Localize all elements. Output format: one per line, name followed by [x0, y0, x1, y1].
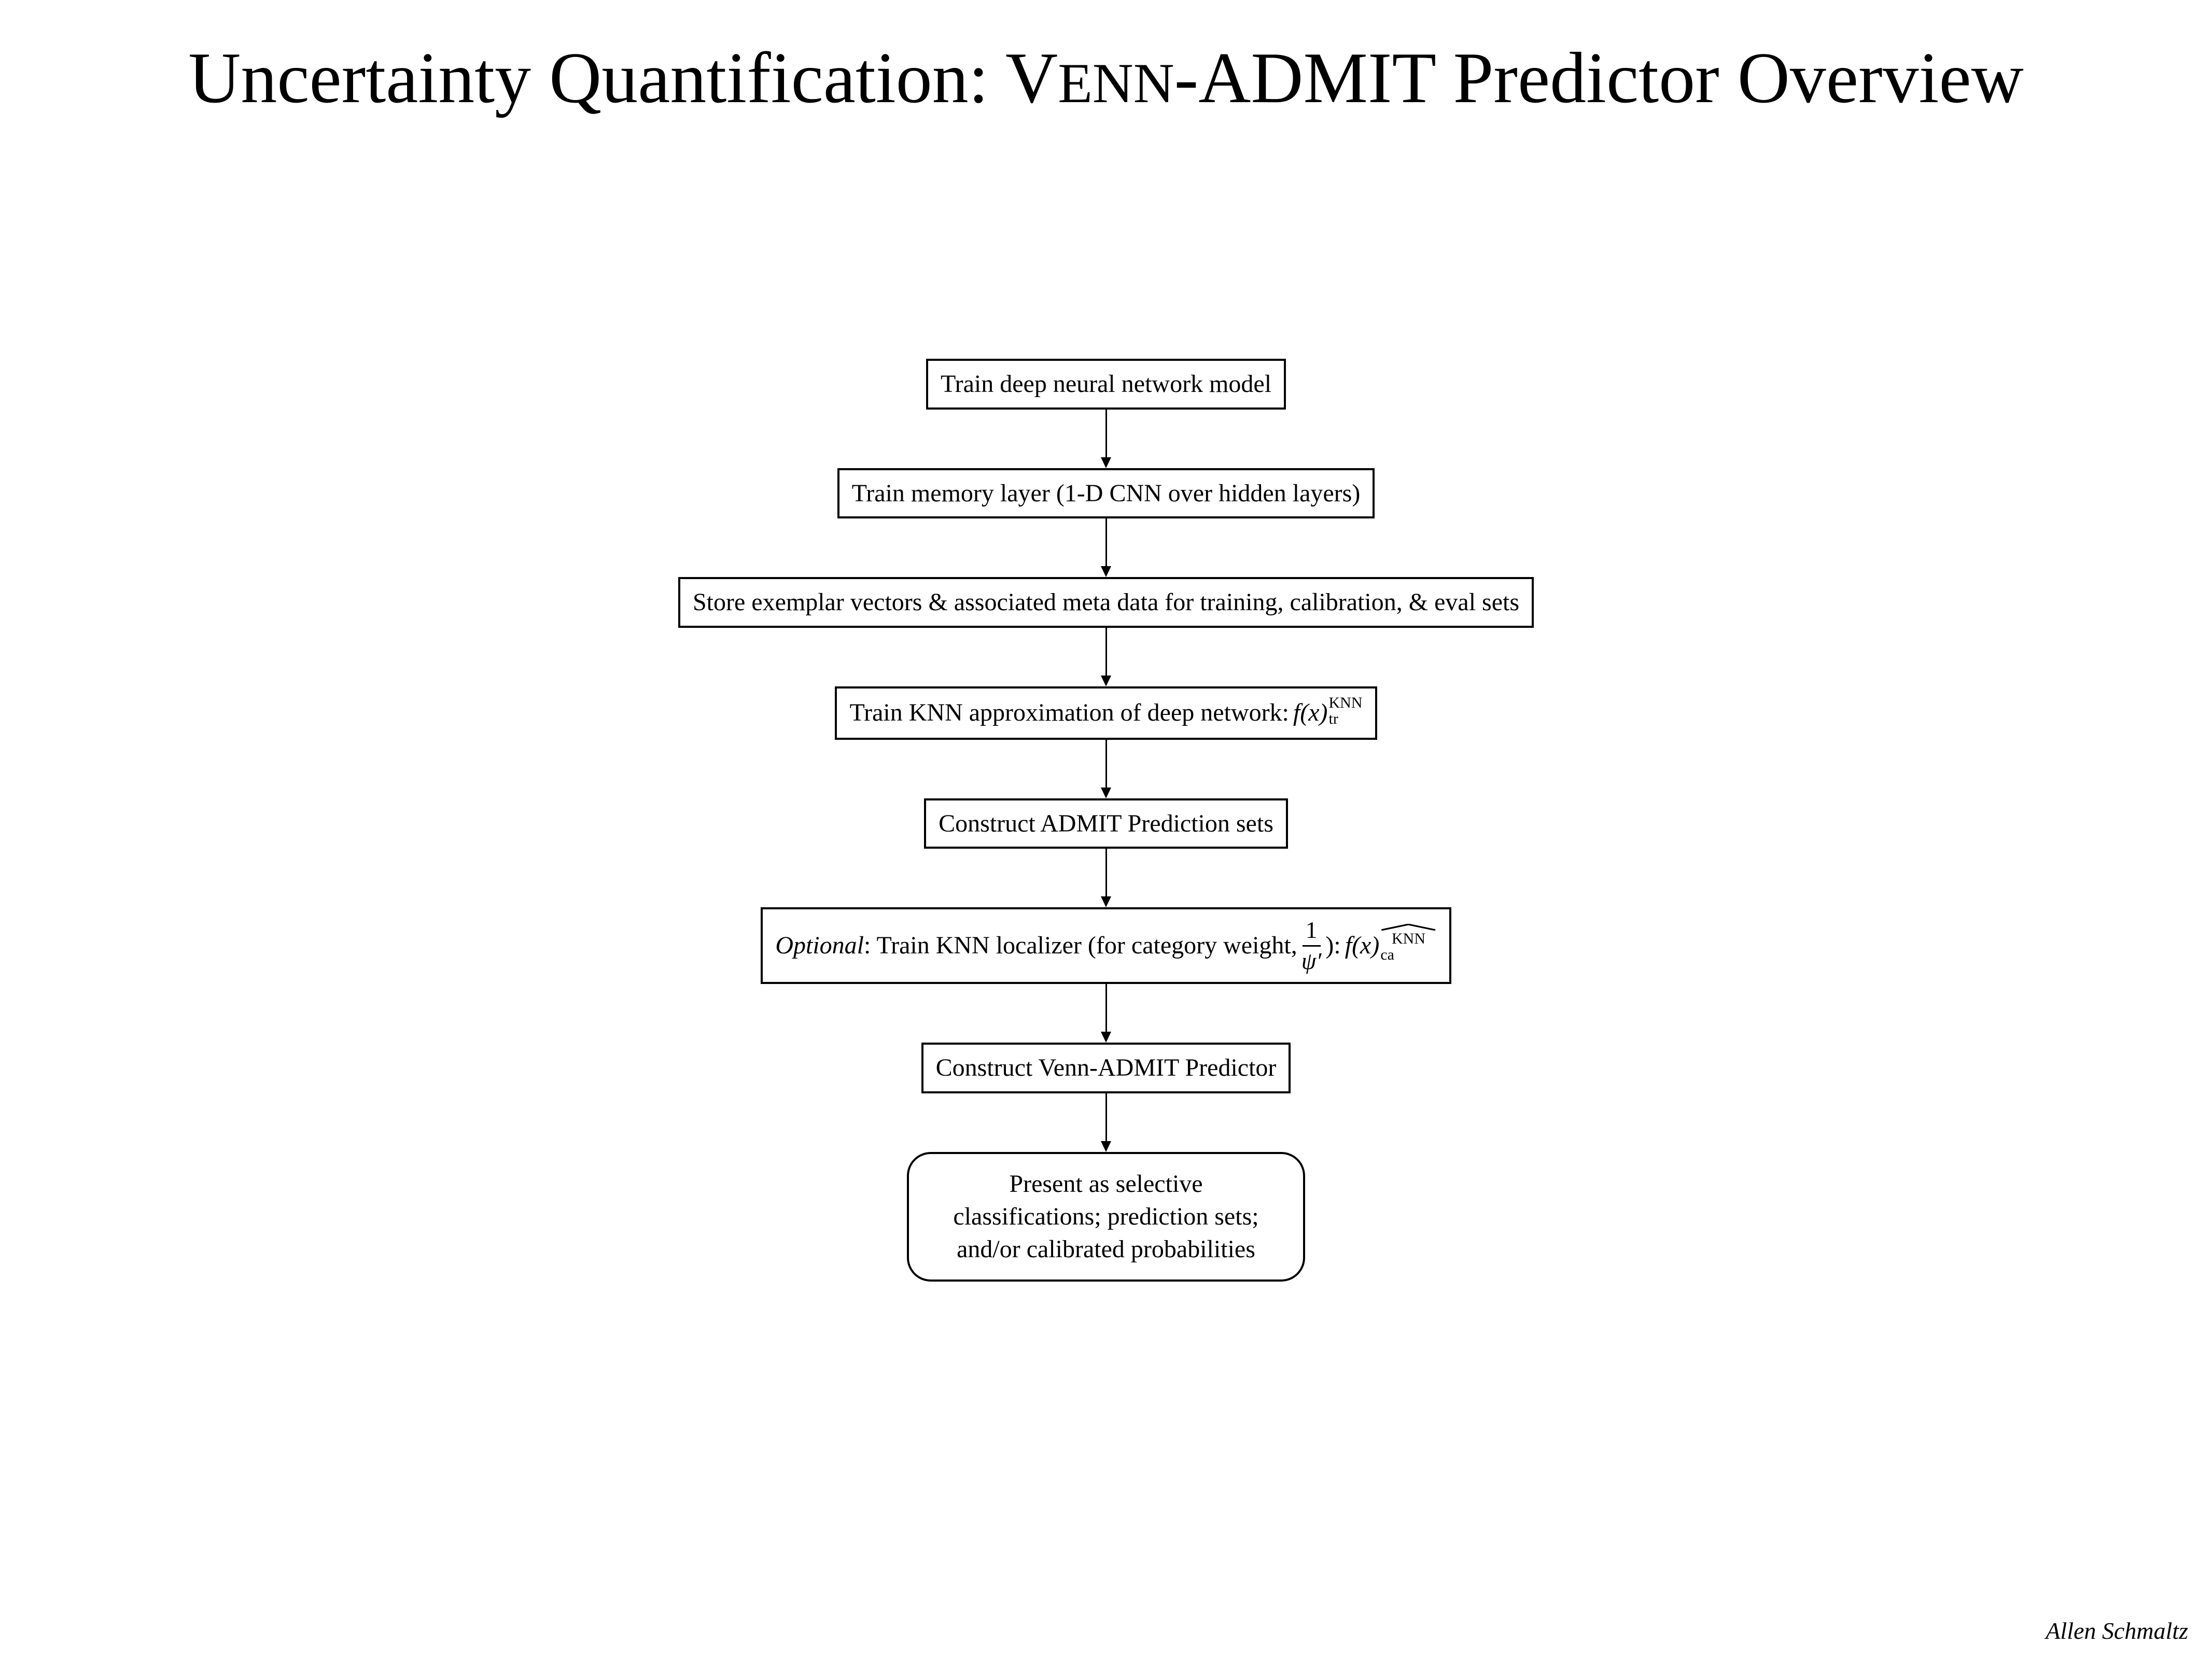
widehat-knn: KNN	[1380, 924, 1436, 947]
flow-box-knn-localizer: Optional: Train KNN localizer (for categ…	[761, 907, 1451, 984]
present-outputs-line3: and/or calibrated probabilities	[957, 1235, 1255, 1263]
fraction-denominator: ψ′	[1301, 947, 1322, 974]
fraction-numerator: 1	[1302, 918, 1321, 947]
down-arrow	[1101, 739, 1111, 798]
flow-box-train-knn-approx: Train KNN approximation of deep network:…	[835, 686, 1377, 740]
arrow-head-icon	[1101, 566, 1111, 578]
knn-approx-subscript: tr	[1328, 710, 1338, 728]
arrow-shaft	[1105, 518, 1107, 567]
down-arrow	[1101, 983, 1111, 1043]
arrow-shaft	[1105, 627, 1107, 676]
arrow-shaft	[1105, 983, 1107, 1032]
arrow-head-icon	[1101, 1141, 1111, 1152]
flow-box-store-exemplars: Store exemplar vectors & associated meta…	[678, 577, 1534, 628]
arrow-head-icon	[1101, 675, 1111, 686]
knn-localizer-subscript: ca	[1380, 946, 1394, 964]
flow-box-train-dnn: Train deep neural network model	[926, 359, 1286, 410]
author-credit: Allen Schmaltz	[2046, 1618, 2188, 1644]
title-prefix: Uncertainty Quantification:	[188, 38, 1006, 118]
flow-box-store-exemplars-label: Store exemplar vectors & associated meta…	[692, 588, 1520, 616]
knn-approx-fx: f(x)	[1293, 699, 1328, 727]
page-title: Uncertainty Quantification: VENN-ADMIT P…	[0, 36, 2212, 120]
arrow-head-icon	[1101, 896, 1111, 908]
flow-box-memory-layer: Train memory layer (1-D CNN over hidden …	[837, 468, 1375, 519]
title-suffix: -ADMIT Predictor Overview	[1174, 38, 2024, 118]
arrow-head-icon	[1101, 457, 1111, 468]
arrow-shaft	[1105, 849, 1107, 897]
arrow-shaft	[1105, 409, 1107, 457]
flow-box-memory-layer-label: Train memory layer (1-D CNN over hidden …	[851, 479, 1361, 507]
flowchart: Train deep neural network model Train me…	[0, 359, 2212, 1282]
arrow-head-icon	[1101, 1031, 1111, 1043]
title-venn-smallcaps: ENN	[1058, 52, 1174, 115]
widehat-icon	[1381, 924, 1436, 931]
knn-approx-superscript: KNN	[1328, 694, 1363, 711]
knn-approx-text: Train KNN approximation of deep network:	[849, 699, 1289, 727]
down-arrow	[1101, 849, 1111, 908]
flow-box-construct-venn-admit-label: Construct Venn-ADMIT Predictor	[935, 1053, 1277, 1081]
present-outputs-line1: Present as selective	[1009, 1170, 1203, 1198]
arrow-shaft	[1105, 1093, 1107, 1141]
flow-box-construct-venn-admit: Construct Venn-ADMIT Predictor	[921, 1042, 1291, 1093]
arrow-head-icon	[1101, 787, 1111, 798]
knn-localizer-optional: Optional	[775, 932, 864, 960]
title-venn-cap: V	[1005, 38, 1058, 118]
flow-box-train-dnn-label: Train deep neural network model	[940, 370, 1272, 398]
flow-box-construct-admit-sets-label: Construct ADMIT Prediction sets	[939, 809, 1273, 837]
knn-localizer-text: : Train KNN localizer (for category weig…	[864, 932, 1297, 960]
flow-box-present-outputs: Present as selective classifications; pr…	[907, 1151, 1305, 1282]
down-arrow	[1101, 1093, 1111, 1152]
down-arrow	[1101, 409, 1111, 468]
down-arrow	[1101, 518, 1111, 578]
present-outputs-line2: classifications; prediction sets;	[953, 1202, 1259, 1230]
flow-box-construct-admit-sets: Construct ADMIT Prediction sets	[924, 798, 1288, 849]
knn-localizer-after: ):	[1325, 932, 1341, 960]
arrow-shaft	[1105, 739, 1107, 788]
knn-localizer-superscript: KNN	[1392, 930, 1425, 948]
knn-localizer-fx: f(x)	[1345, 932, 1380, 960]
down-arrow	[1101, 627, 1111, 686]
